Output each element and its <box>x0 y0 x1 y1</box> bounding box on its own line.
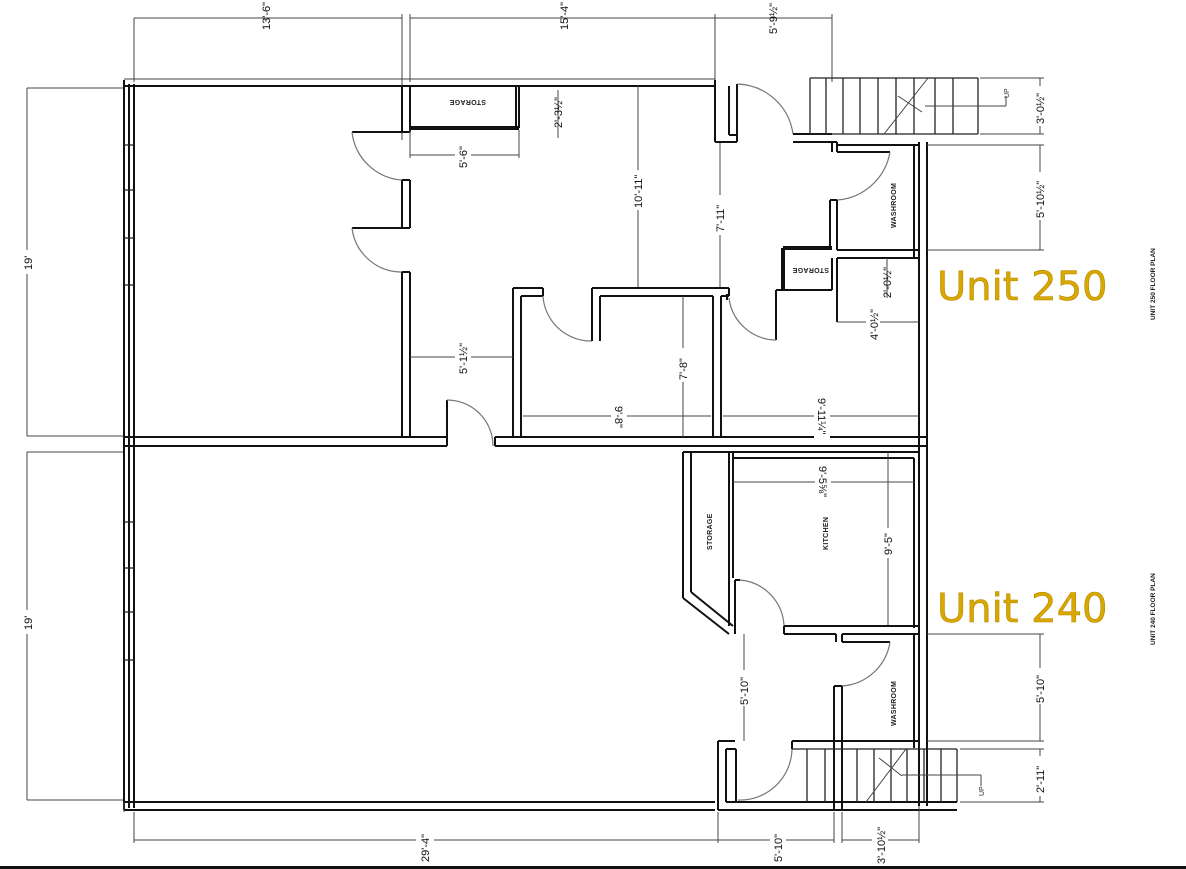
dim-washroom-250-height: 5'-10½" <box>1035 181 1047 218</box>
dim-left-upper-height: 19' <box>23 256 35 270</box>
unit-240-label: Unit 240 <box>937 586 1108 632</box>
room-label-kitchen: KITCHEN <box>823 517 830 550</box>
dim-left-lower-height: 19' <box>23 616 35 630</box>
dim-hall-240-height: 5'-10" <box>739 677 751 705</box>
dim-kitchen-height: 9'-5" <box>883 533 895 555</box>
dim-top-right-width: 5'-9½" <box>768 3 780 34</box>
unit-240-interior: STORAGE 9'-5⅝" KITCHEN 9'-5" WASHROOM <box>682 451 1047 811</box>
dim-bottom-mid-width: 5'-10" <box>773 834 785 862</box>
dim-small-storage-height: 2'-0½" <box>882 267 894 298</box>
dim-stair-top-depth: 3'-0½" <box>1035 93 1047 124</box>
dim-room-width: 9'-8" <box>612 406 624 428</box>
stairs-250: UP 3'-0½" <box>809 77 1047 135</box>
stair-up-label-250: UP <box>1004 88 1011 98</box>
left-dimensions: 19' 19' <box>20 87 124 801</box>
demising-wall <box>124 399 927 447</box>
dim-storage-width: 5'-6" <box>458 146 470 168</box>
stair-up-label-240: UP <box>979 786 986 796</box>
dim-room-height: 7'-8" <box>678 358 690 380</box>
bottom-border <box>0 866 1186 869</box>
dim-corridor-width: 5'-1½" <box>458 343 470 374</box>
dim-small-storage-width: 4'-0½" <box>869 309 881 340</box>
unit-250-label: Unit 250 <box>937 264 1108 310</box>
room-label-storage-small: STORAGE <box>792 266 829 273</box>
top-dimensions: 13'-6" 15'-4" 5'-9½" <box>133 2 833 140</box>
dim-top-mid-width: 15'-4" <box>559 2 571 30</box>
room-label-storage-top: STORAGE <box>449 98 486 105</box>
dim-right-room-width: 9'-11¼" <box>815 398 827 434</box>
bottom-dimensions: 29'-4" 5'-10" 3'-10½" <box>133 806 920 866</box>
dim-storage-depth: 2'-3½" <box>553 97 565 128</box>
unit-250-interior: STORAGE 5'-6" 2'-3½" 10'-11" 7'-11" <box>351 77 1047 438</box>
unit-240-plan-title: UNIT 240 FLOOR PLAN <box>1150 573 1157 645</box>
dim-bottom-right-width: 3'-10½" <box>876 827 888 864</box>
exterior-walls <box>123 78 928 812</box>
room-label-washroom-250: WASHROOM <box>891 183 898 228</box>
room-label-washroom-240: WASHROOM <box>891 681 898 726</box>
dim-kitchen-width: 9'-5⅝" <box>816 466 828 497</box>
dim-bottom-left-width: 29'-4" <box>420 834 432 862</box>
unit-250-plan-title: UNIT 250 FLOOR PLAN <box>1150 248 1157 320</box>
stairs-240: UP 2'-11" <box>792 748 1047 803</box>
room-label-storage-240: STORAGE <box>707 513 714 550</box>
dim-stair-bottom-depth: 2'-11" <box>1035 766 1047 793</box>
dim-top-left-width: 13'-6" <box>261 2 273 30</box>
dim-washroom-240-height: 5'-10" <box>1035 675 1047 703</box>
dim-center-height: 10'-11" <box>633 175 645 208</box>
dim-hall-height: 7'-11" <box>715 205 727 232</box>
